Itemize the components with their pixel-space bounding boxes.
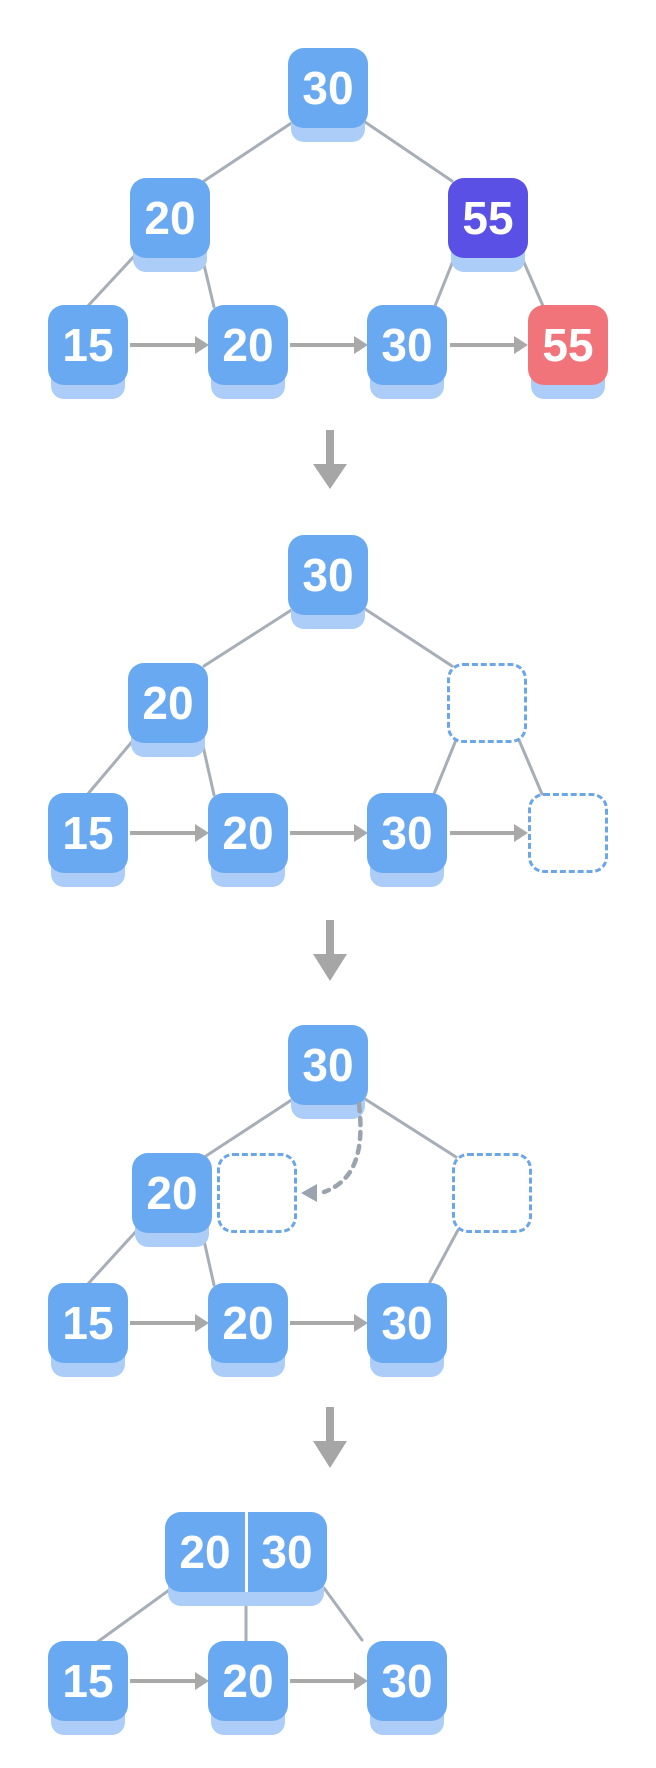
stage3-list-node-20: 20 bbox=[208, 1283, 288, 1363]
stage4-list-node-20: 20 bbox=[208, 1641, 288, 1721]
stage2-right-child-empty-slot bbox=[447, 663, 527, 743]
stage1-list-node-30: 30 bbox=[367, 305, 447, 385]
stage2-list-node-15: 15 bbox=[48, 793, 128, 873]
stage4-list-arrows bbox=[130, 1672, 368, 1690]
stage1-left-child-node: 20 bbox=[130, 178, 210, 258]
merged-node-left-key: 20 bbox=[179, 1526, 231, 1578]
stage2-list-arrows bbox=[130, 824, 528, 842]
stage3-right-empty-slot bbox=[452, 1153, 532, 1233]
stage1-list-arrows bbox=[130, 336, 528, 354]
stage1-list-node-15: 15 bbox=[48, 305, 128, 385]
stage3-move-down-dashed-arrow bbox=[301, 1101, 363, 1202]
stage1-right-child-node-highlighted: 55 bbox=[448, 178, 528, 258]
stage3-list-arrows bbox=[130, 1314, 368, 1332]
stage4-list-node-30: 30 bbox=[367, 1641, 447, 1721]
stage2-list-empty-slot bbox=[528, 793, 608, 873]
step-arrow-3 bbox=[313, 1407, 347, 1468]
stage3-middle-empty-slot bbox=[217, 1153, 297, 1233]
stage3-list-node-15: 15 bbox=[48, 1283, 128, 1363]
step-arrow-1 bbox=[313, 430, 347, 489]
merged-node-right-key: 30 bbox=[261, 1526, 313, 1578]
stage2-list-node-30: 30 bbox=[367, 793, 447, 873]
stage4-list-node-15: 15 bbox=[48, 1641, 128, 1721]
stage1-list-node-20: 20 bbox=[208, 305, 288, 385]
stage1-root-node: 30 bbox=[288, 48, 368, 128]
stage3-left-child-node: 20 bbox=[132, 1153, 212, 1233]
stage3-root-node: 30 bbox=[288, 1025, 368, 1105]
stage1-list-node-55-highlighted: 55 bbox=[528, 305, 608, 385]
stage2-list-node-20: 20 bbox=[208, 793, 288, 873]
stage3-list-node-30: 30 bbox=[367, 1283, 447, 1363]
stage2-root-node: 30 bbox=[288, 535, 368, 615]
stage1-tree-edges bbox=[85, 120, 545, 309]
stage3-tree-edges bbox=[85, 1097, 460, 1287]
stage2-tree-edges bbox=[85, 607, 544, 797]
stage4-tree-edges bbox=[94, 1586, 364, 1645]
merged-node-divider bbox=[245, 1512, 248, 1592]
stage4-merged-root-node: 20 30 bbox=[165, 1512, 327, 1592]
stage2-left-child-node: 20 bbox=[128, 663, 208, 743]
step-arrow-2 bbox=[313, 920, 347, 981]
